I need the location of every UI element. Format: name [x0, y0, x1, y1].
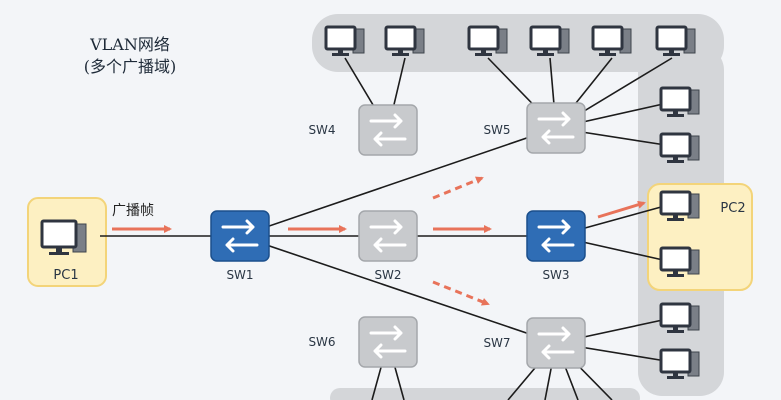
pc-top-d-monitor [529, 25, 562, 51]
pc-top-b-stand [398, 49, 403, 53]
switch-sw1-arrows-icon [221, 219, 259, 253]
switch-sw3-body [526, 210, 586, 262]
pc1-label: PC1 [53, 268, 78, 283]
pc-right-h [659, 132, 700, 163]
pc-right-g-stand [673, 110, 678, 114]
pc-right-i [659, 302, 700, 333]
switch-sw1-label: SW1 [226, 268, 253, 282]
pc-right-j [659, 348, 700, 379]
pc-top-f-monitor [655, 25, 688, 51]
pc-top-c-stand [481, 49, 486, 53]
switch-sw7 [526, 317, 586, 369]
switch-sw1-body [210, 210, 270, 262]
pc2-bottom-monitor [659, 246, 692, 272]
pc-right-i-monitor [659, 302, 692, 328]
broadcast-frame-label: 广播帧 [112, 203, 154, 219]
pc-top-a-base [332, 53, 349, 56]
pc2-top-monitor [659, 190, 692, 216]
pc2-bottom-stand [673, 270, 678, 274]
broadcast-arrow-toward-sw7 [432, 280, 490, 306]
switch-sw4 [358, 104, 418, 156]
broadcast-arrows [112, 176, 646, 306]
pc-right-i-base [667, 330, 684, 333]
pc1-stand [56, 247, 62, 252]
pc-top-f [655, 25, 696, 56]
switch-sw3 [526, 210, 586, 262]
pc1-computer [40, 219, 87, 255]
pc-right-g-base [667, 114, 684, 117]
pc-right-j-base [667, 376, 684, 379]
pc2-bottom-base [667, 274, 684, 277]
switch-sw6-label: SW6 [308, 335, 335, 349]
pc-top-b-monitor [384, 25, 417, 51]
switch-sw5-label: SW5 [483, 123, 510, 137]
title-line-2: (多个广播域) [83, 57, 177, 76]
switch-sw4-label: SW4 [308, 123, 335, 137]
pc-right-h-stand [673, 156, 678, 160]
switch-sw4-body [358, 104, 418, 156]
pc-right-h-monitor [659, 132, 692, 158]
pc-top-d-stand [543, 49, 548, 53]
diagram-title: VLAN网络 (多个广播域) [40, 34, 220, 78]
pc-top-c-monitor [467, 25, 500, 51]
pc-right-g [659, 86, 700, 117]
pc-top-e-base [599, 53, 616, 56]
bottom-pc-group-bg [330, 388, 640, 400]
pc1-base [49, 252, 69, 255]
pc-right-i-stand [673, 326, 678, 330]
pc2-label: PC2 [720, 201, 745, 216]
pc-top-c-base [475, 53, 492, 56]
switch-sw5 [526, 102, 586, 154]
pc2-top-stand [673, 214, 678, 218]
switch-sw4-arrows-icon [369, 113, 407, 147]
pc-top-e-stand [605, 49, 610, 53]
switch-sw7-label: SW7 [483, 336, 510, 350]
broadcast-arrow-sw3-pc2 [597, 200, 646, 219]
title-line-1: VLAN网络 [90, 35, 170, 54]
switch-sw6-arrows-icon [369, 325, 407, 359]
switch-sw2-body [358, 210, 418, 262]
pc-top-e [591, 25, 632, 56]
switch-sw2-arrows-icon [369, 219, 407, 253]
pc-right-g-monitor [659, 86, 692, 112]
pc-top-b [384, 25, 425, 56]
pc-right-j-monitor [659, 348, 692, 374]
link-sw1-sw7 [239, 235, 557, 344]
pc-top-f-base [663, 53, 680, 56]
switch-sw7-body [526, 317, 586, 369]
switch-sw3-arrows-icon [537, 219, 575, 253]
switch-sw1 [210, 210, 270, 262]
pc-top-a-stand [338, 49, 343, 53]
switch-sw7-arrows-icon [537, 326, 575, 360]
pc2-bottom-computer [659, 246, 700, 277]
pc-top-e-monitor [591, 25, 624, 51]
pc-top-a [324, 25, 365, 56]
switch-sw2 [358, 210, 418, 262]
pc-top-c [467, 25, 508, 56]
pc-right-j-stand [673, 372, 678, 376]
switch-sw5-arrows-icon [537, 111, 575, 145]
switch-sw5-body [526, 102, 586, 154]
pc-top-a-monitor [324, 25, 357, 51]
pc-top-f-stand [669, 49, 674, 53]
switch-sw3-label: SW3 [542, 268, 569, 282]
pc-right-h-base [667, 160, 684, 163]
pc2-top-base [667, 218, 684, 221]
link-sw1-sw5 [239, 127, 557, 237]
switch-sw6-body [358, 316, 418, 368]
pc2-top-computer [659, 190, 700, 221]
pc-top-d-base [537, 53, 554, 56]
switch-sw2-label: SW2 [374, 268, 401, 282]
switch-sw6 [358, 316, 418, 368]
pc-top-b-base [392, 53, 409, 56]
pc-top-d [529, 25, 570, 56]
pc1-monitor [40, 219, 78, 249]
broadcast-arrow-toward-sw5 [432, 176, 484, 200]
